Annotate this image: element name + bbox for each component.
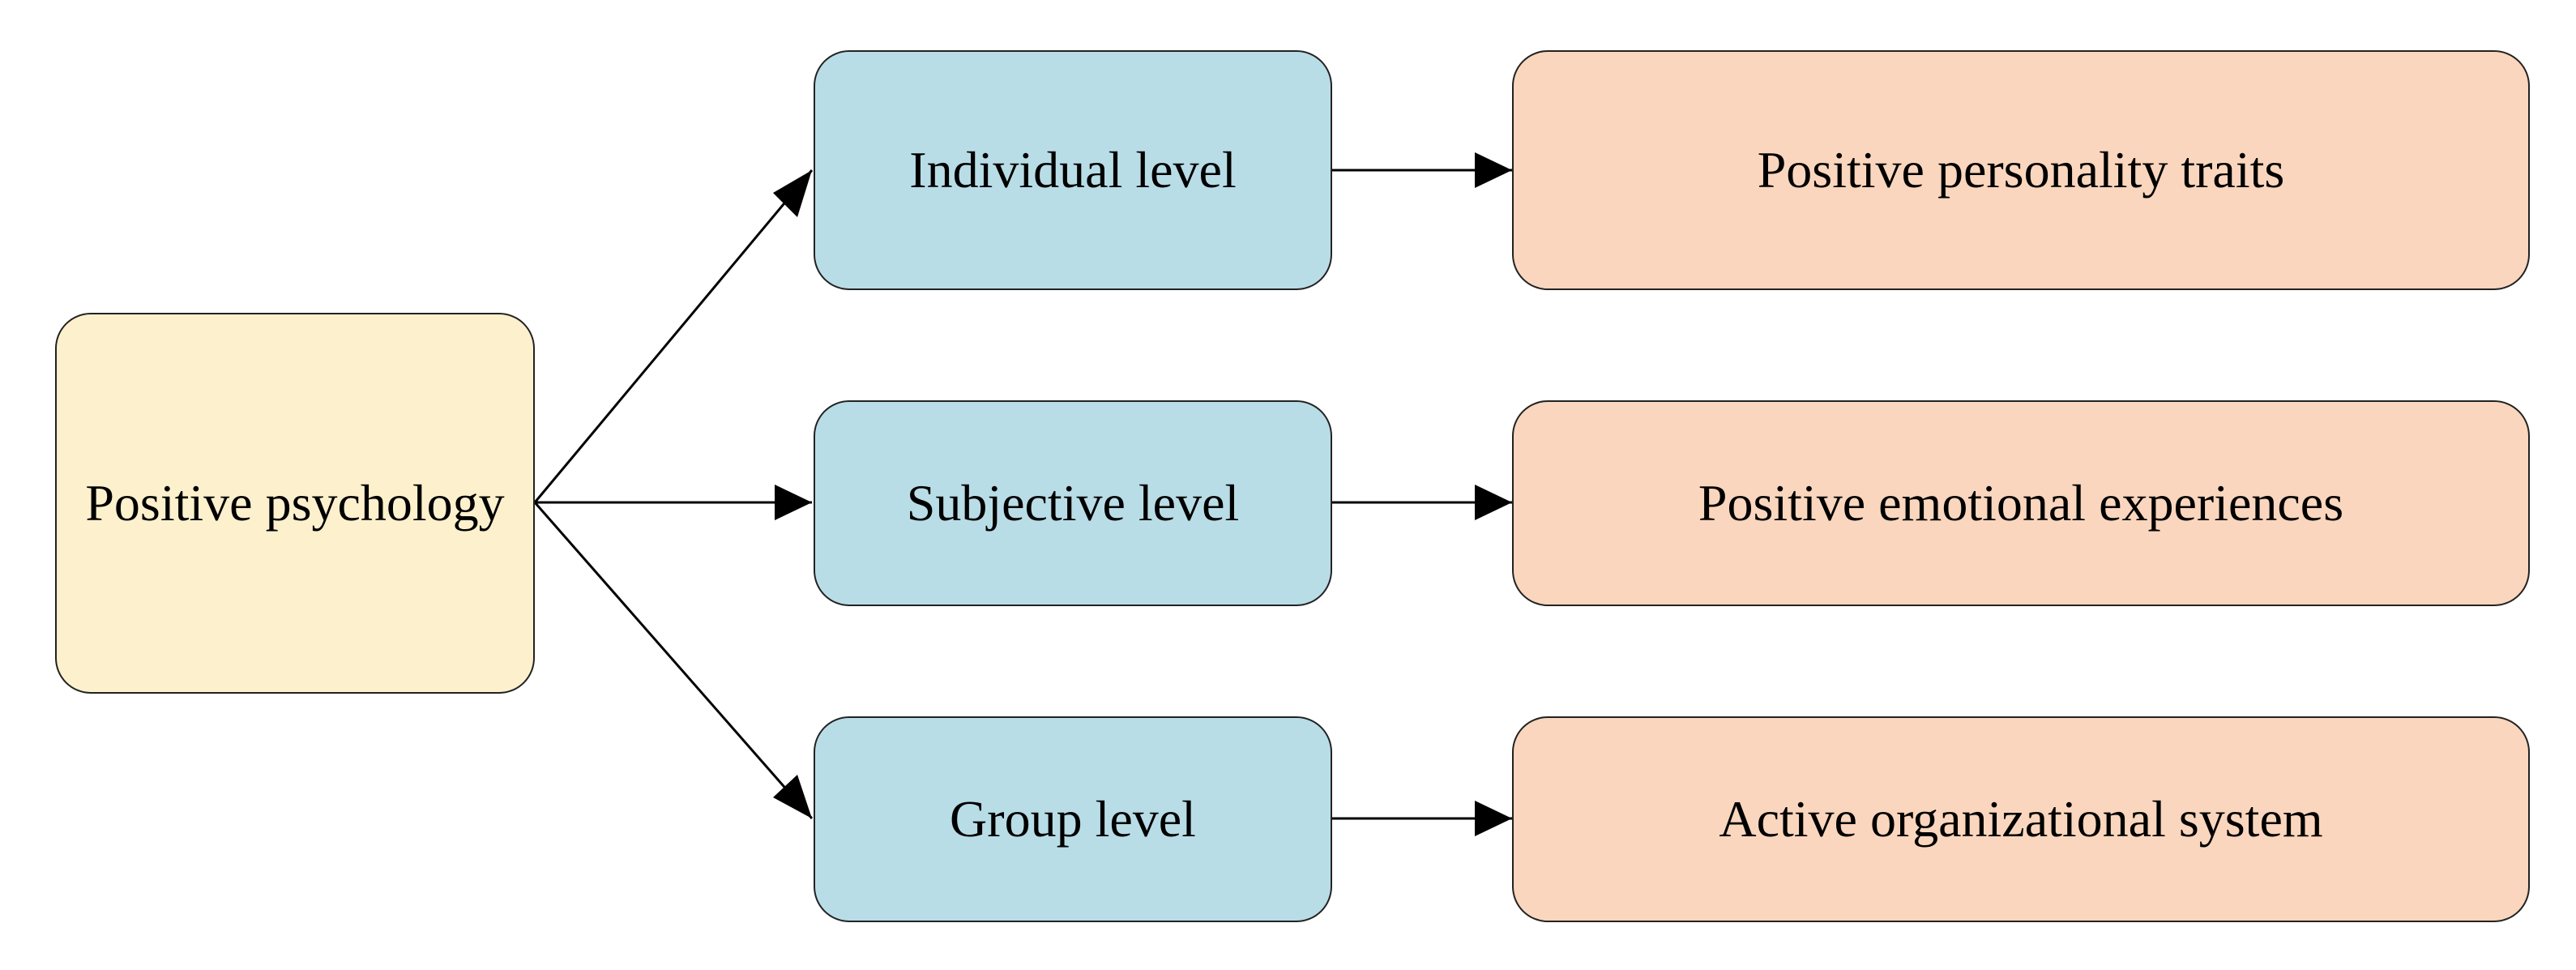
organizational-system-node: Active organizational system [1512,716,2530,922]
personality-traits-label: Positive personality traits [1757,140,2285,199]
arrowhead-subjective [775,485,812,520]
arrowhead-group [773,775,812,818]
group-level-node: Group level [814,716,1332,922]
root-node-label: Positive psychology [85,473,505,532]
arrowhead-emotions [1475,485,1512,520]
individual-level-node: Individual level [814,50,1332,290]
group-level-label: Group level [950,789,1196,848]
emotional-experiences-node: Positive emotional experiences [1512,400,2530,606]
subjective-level-label: Subjective level [906,473,1240,532]
arrow-root-to-group [533,502,814,819]
personality-traits-node: Positive personality traits [1512,50,2530,290]
subjective-level-node: Subjective level [814,400,1332,606]
emotional-experiences-label: Positive emotional experiences [1698,473,2344,532]
individual-level-label: Individual level [909,140,1237,199]
organizational-system-label: Active organizational system [1719,789,2323,848]
arrow-root-to-individual [533,169,814,503]
root-node: Positive psychology [55,313,535,694]
arrowhead-traits [1475,152,1512,188]
arrowhead-system [1475,801,1512,836]
arrowhead-individual [773,170,812,217]
